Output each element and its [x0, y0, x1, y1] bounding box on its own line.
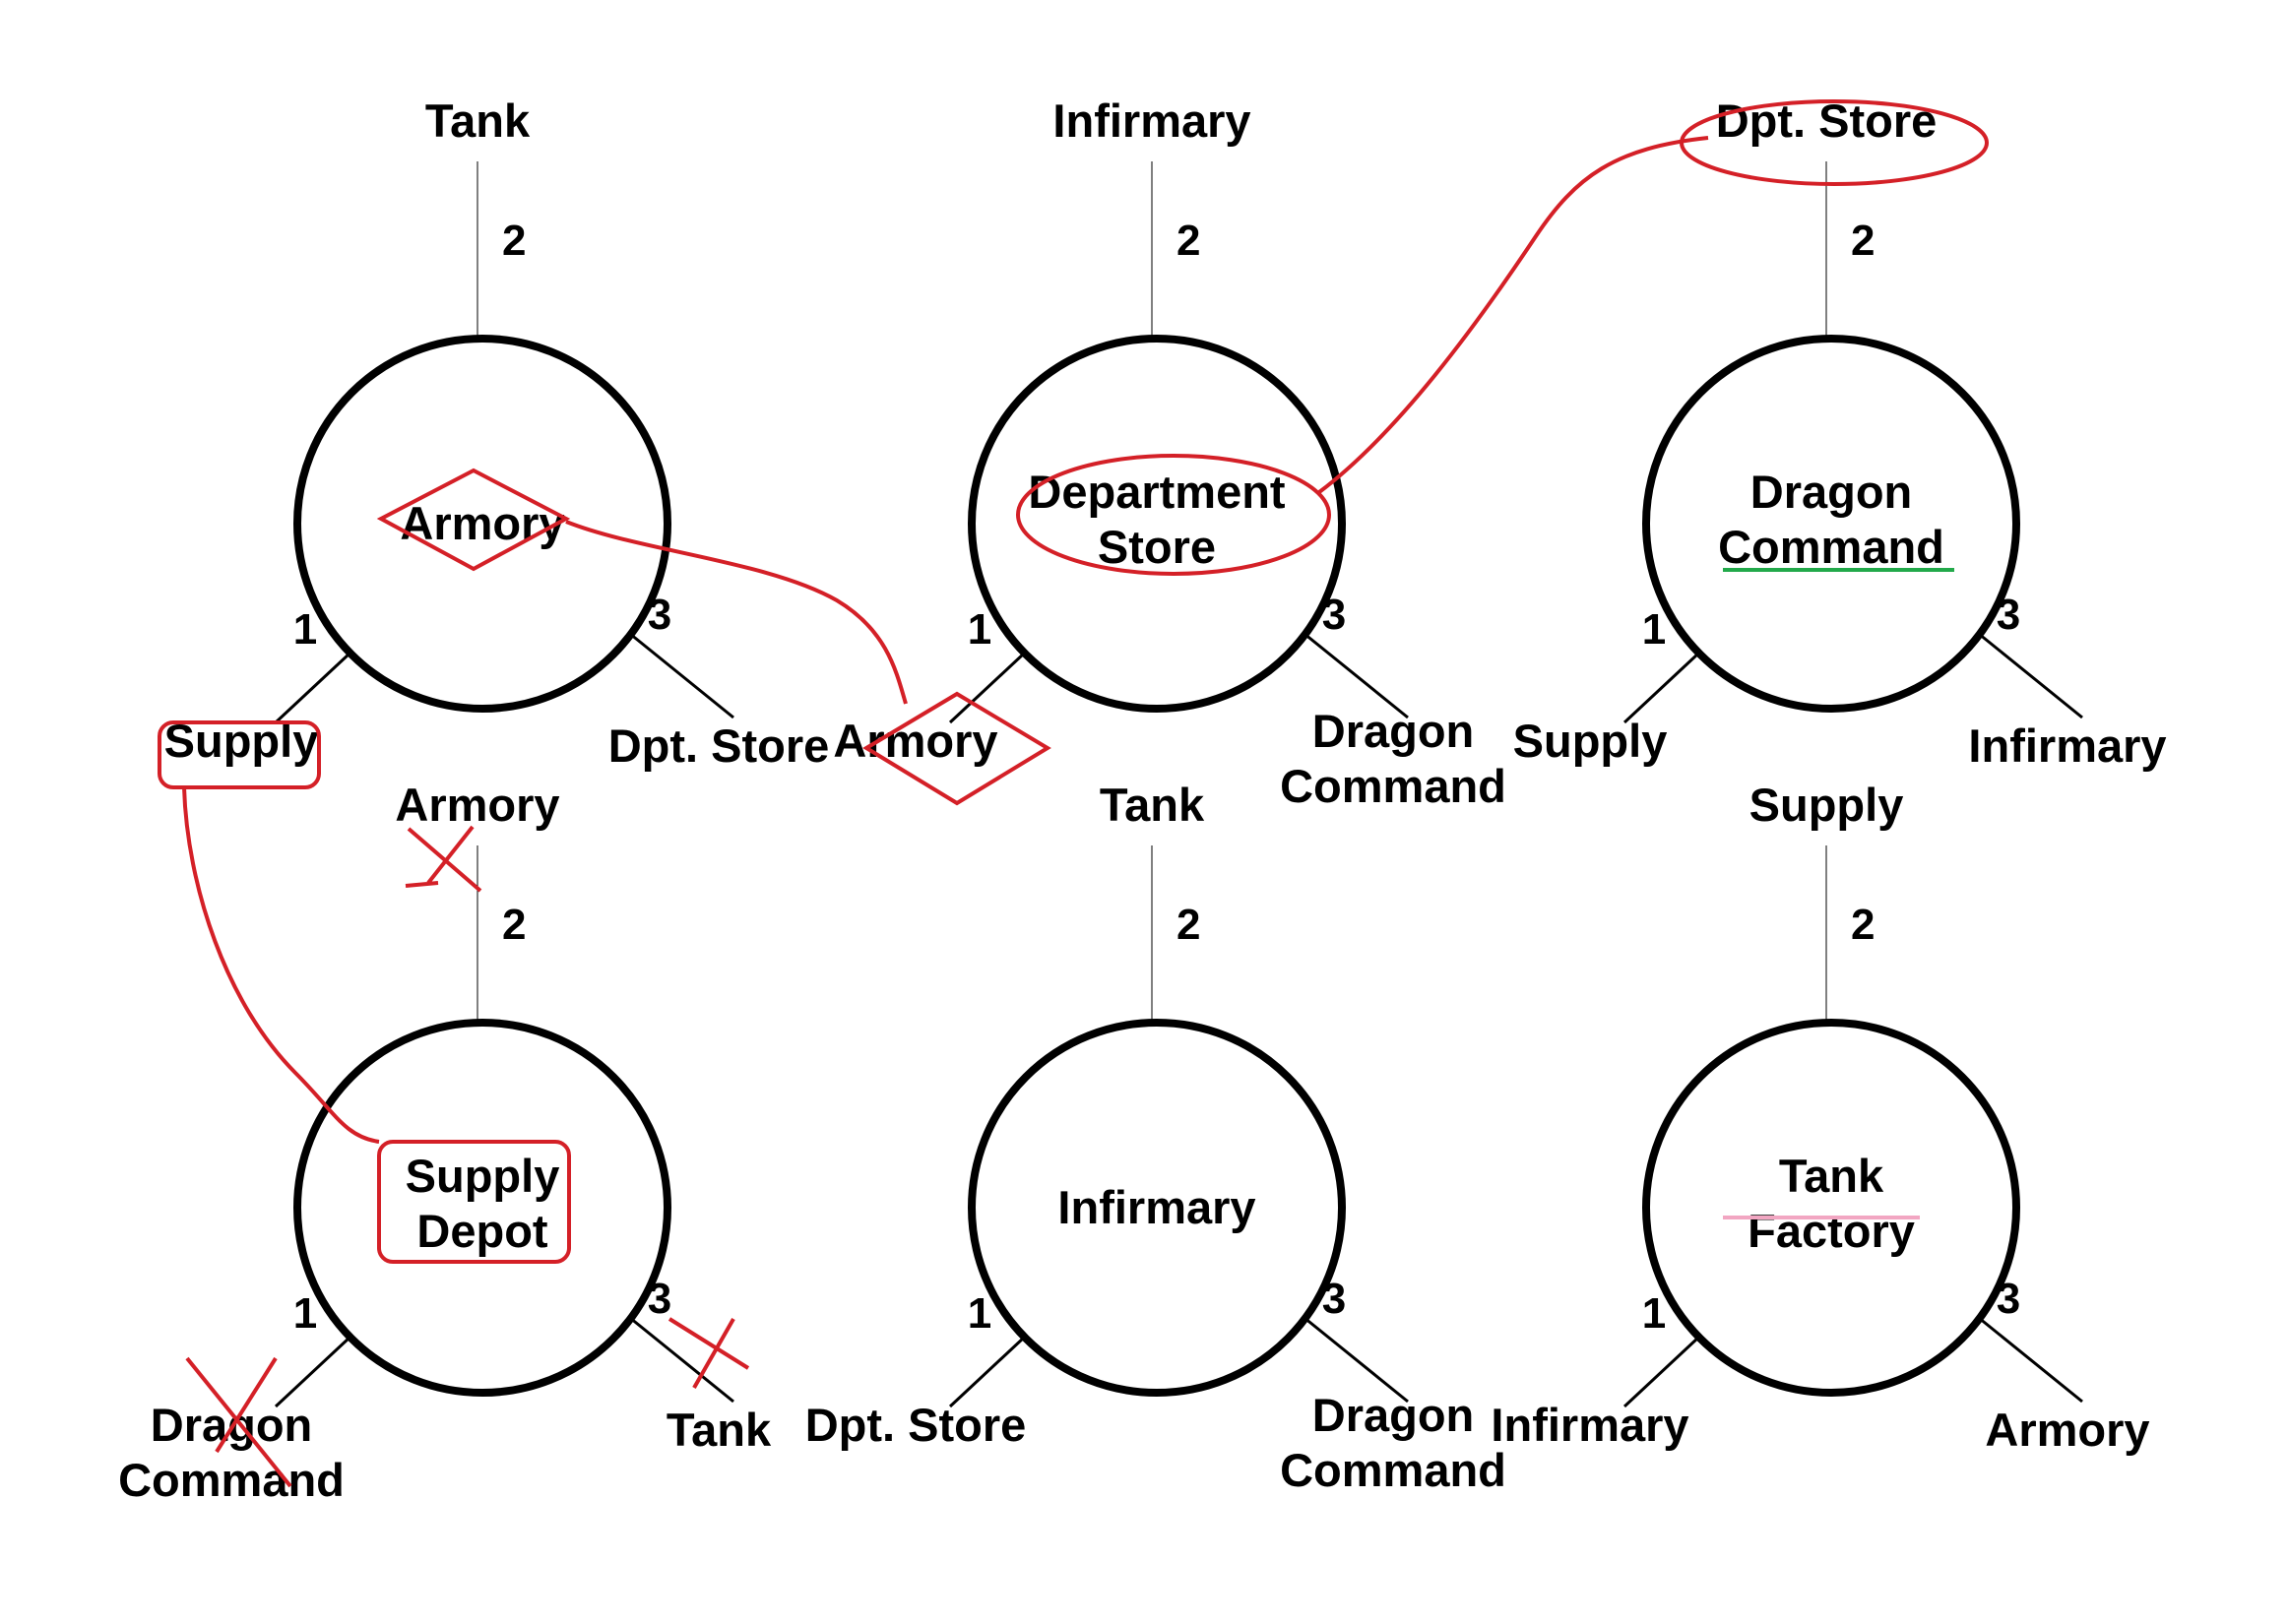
node-label: Tank	[1779, 1150, 1884, 1202]
annotation-box-supply-depot	[377, 1140, 571, 1264]
spoke-number-2: 2	[502, 217, 526, 265]
spoke-label-right: Command	[1280, 760, 1506, 812]
spoke-right	[629, 632, 734, 719]
spoke-number-3: 3	[1322, 1275, 1346, 1323]
spoke-label-left: Command	[118, 1454, 345, 1506]
annotation-connector-armory	[565, 520, 908, 705]
spoke-number-3: 3	[648, 591, 671, 639]
spoke-number-3: 3	[1322, 591, 1346, 639]
node-circle	[293, 1019, 671, 1397]
spoke-left	[948, 1336, 1026, 1408]
node-label: Department	[1028, 466, 1286, 518]
spoke-left	[1622, 652, 1700, 724]
annotation-connector-store	[1317, 136, 1709, 494]
spoke-label-right: Tank	[667, 1404, 772, 1456]
spoke-left	[948, 652, 1026, 724]
annotation-diamond-armory-spoke	[862, 691, 1051, 806]
spoke-label-top: Infirmary	[1052, 94, 1250, 147]
spoke-label-right: Dragon	[1312, 705, 1475, 757]
spoke-label-top: Armory	[395, 779, 559, 831]
spoke-right	[1303, 1316, 1409, 1404]
node-circle	[1642, 335, 2020, 713]
spoke-number-1: 1	[293, 605, 317, 654]
node-label: Infirmary	[1057, 1181, 1255, 1233]
annotation-cross-armory	[405, 825, 482, 893]
spoke-left	[274, 1336, 351, 1408]
spoke-label-left: Dpt. Store	[805, 1399, 1027, 1451]
node-supply-depot	[274, 845, 734, 1408]
spoke-label-right: Infirmary	[1968, 719, 2166, 772]
spoke-number-3: 3	[648, 1275, 671, 1323]
node-tank-factory	[1622, 845, 2083, 1408]
spoke-number-3: 3	[1997, 1275, 2020, 1323]
annotation-cross-dragon-command	[185, 1356, 292, 1488]
spoke-right	[1978, 632, 2083, 719]
node-department-store	[948, 161, 1409, 724]
spoke-number-2: 2	[1176, 901, 1200, 949]
spoke-number-1: 1	[968, 1289, 991, 1338]
spoke-left	[274, 652, 351, 724]
spoke-left	[1622, 1336, 1700, 1408]
spoke-number-1: 1	[968, 605, 991, 654]
node-label: Factory	[1748, 1205, 1915, 1257]
spoke-label-left: Supply	[1513, 715, 1668, 767]
spoke-label-top: Supply	[1749, 779, 1904, 831]
spoke-number-2: 2	[1851, 217, 1875, 265]
spoke-right	[1303, 632, 1409, 719]
spoke-label-right: Dpt. Store	[608, 719, 830, 772]
spoke-number-1: 1	[1642, 605, 1666, 654]
spoke-label-left: Infirmary	[1491, 1399, 1688, 1451]
node-label: Dragon	[1750, 466, 1913, 518]
annotation-ellipse-department-store	[1016, 454, 1331, 576]
node-dragon-command	[1622, 161, 2083, 724]
spoke-label-left: Armory	[833, 715, 997, 767]
spoke-number-2: 2	[502, 901, 526, 949]
spoke-label-top: Tank	[425, 94, 531, 147]
node-label: Depot	[416, 1205, 548, 1257]
annotation-connector-supply	[182, 786, 380, 1144]
node-label: Command	[1718, 521, 1944, 573]
spoke-number-1: 1	[1642, 1289, 1666, 1338]
spoke-number-2: 2	[1851, 901, 1875, 949]
node-armory	[274, 161, 734, 724]
spoke-label-right: Command	[1280, 1444, 1506, 1496]
annotation-cross-tank	[668, 1317, 750, 1389]
spoke-right	[1978, 1316, 2083, 1404]
spoke-right	[629, 1316, 734, 1404]
spoke-label-top: Tank	[1100, 779, 1205, 831]
annotation-box-supply	[158, 720, 321, 789]
node-label: Store	[1098, 521, 1216, 573]
spoke-number-1: 1	[293, 1289, 317, 1338]
spoke-number-2: 2	[1176, 217, 1200, 265]
spoke-label-right: Dragon	[1312, 1389, 1475, 1441]
spoke-label-left: Dragon	[151, 1399, 313, 1451]
node-circle	[968, 1019, 1346, 1397]
node-circle	[968, 335, 1346, 713]
node-label: Supply	[406, 1150, 560, 1202]
node-circle	[1642, 1019, 2020, 1397]
node-circle	[293, 335, 671, 713]
annotation-diamond-armory-center	[376, 468, 571, 572]
node-infirmary	[948, 845, 1409, 1408]
spoke-label-right: Armory	[1985, 1404, 2149, 1456]
spoke-number-3: 3	[1997, 591, 2020, 639]
